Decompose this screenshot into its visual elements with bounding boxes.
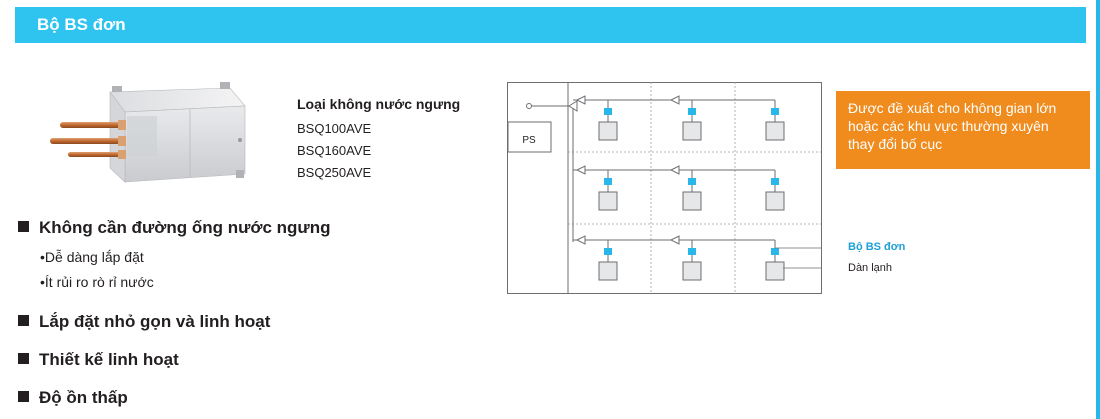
- feature-subitem-text: Ít rủi ro rò rỉ nước: [44, 274, 154, 290]
- indoor-unit-box: [765, 191, 785, 211]
- feature-heading: Lắp đặt nhỏ gọn và linh hoạt: [18, 312, 270, 332]
- bs-unit-marker: [688, 108, 696, 115]
- bullet-square-icon: [18, 221, 29, 232]
- section-header: Bộ BS đơn: [15, 7, 1086, 43]
- feature-heading: Độ ồn thấp: [18, 388, 128, 408]
- feature-subitem: •Ít rủi ro rò rỉ nước: [40, 274, 154, 290]
- indoor-unit-box: [765, 121, 785, 141]
- system-diagram: PS: [507, 82, 822, 294]
- feature-heading: Không cần đường ống nước ngưng: [18, 218, 331, 238]
- feature-subitem-text: Dễ dàng lắp đặt: [44, 249, 144, 265]
- bs-unit-marker: [771, 248, 779, 255]
- page-edge-bar: [1096, 0, 1100, 419]
- feature-title: Độ ồn thấp: [39, 388, 128, 407]
- flow-arrow-icon: [575, 165, 586, 175]
- bullet-square-icon: [18, 353, 29, 364]
- bs-unit-marker: [771, 108, 779, 115]
- feature-heading: Thiết kế linh hoạt: [18, 350, 179, 370]
- feature-subitem: •Dễ dàng lắp đặt: [40, 249, 144, 265]
- model-list-title: Loại không nước ngưng: [297, 96, 461, 112]
- section-title: Bộ BS đơn: [37, 15, 126, 34]
- model-item: BSQ250AVE: [297, 165, 372, 180]
- callout-text: Được đề xuất cho không gian lớn hoặc các…: [848, 100, 1057, 152]
- ps-box: [507, 121, 552, 153]
- indoor-unit-box: [598, 121, 618, 141]
- bs-unit-marker: [771, 178, 779, 185]
- recommendation-callout: Được đề xuất cho không gian lớn hoặc các…: [836, 91, 1090, 169]
- indoor-unit-box: [598, 261, 618, 281]
- bs-unit-marker: [604, 178, 612, 185]
- indoor-unit-box: [682, 261, 702, 281]
- bs-unit-marker: [688, 178, 696, 185]
- bs-unit-marker: [604, 248, 612, 255]
- model-item: BSQ100AVE: [297, 121, 372, 136]
- bs-unit-illustration: [50, 82, 246, 183]
- indoor-unit-box: [682, 121, 702, 141]
- feature-title: Lắp đặt nhỏ gọn và linh hoạt: [39, 312, 271, 331]
- model-item: BSQ160AVE: [297, 143, 372, 158]
- flow-arrow-icon: [575, 235, 586, 245]
- bullet-square-icon: [18, 315, 29, 326]
- indoor-unit-box: [765, 261, 785, 281]
- ps-label: PS: [522, 135, 536, 146]
- legend-bs-unit: Bộ BS đơn: [848, 241, 906, 253]
- feature-title: Không cần đường ống nước ngưng: [39, 218, 331, 237]
- bullet-square-icon: [18, 391, 29, 402]
- indoor-unit-box: [682, 191, 702, 211]
- flow-arrow-icon: [669, 165, 680, 175]
- legend-indoor-unit: Dàn lạnh: [848, 262, 893, 274]
- flow-arrow-icon: [669, 95, 680, 105]
- model-list: Loại không nước ngưng BSQ100AVE BSQ160AV…: [297, 96, 460, 184]
- flow-arrow-icon: [669, 235, 680, 245]
- feature-title: Thiết kế linh hoạt: [39, 350, 179, 369]
- flow-arrow-icon: [575, 95, 586, 105]
- bs-unit-marker: [604, 108, 612, 115]
- bs-unit-marker: [688, 248, 696, 255]
- indoor-unit-box: [598, 191, 618, 211]
